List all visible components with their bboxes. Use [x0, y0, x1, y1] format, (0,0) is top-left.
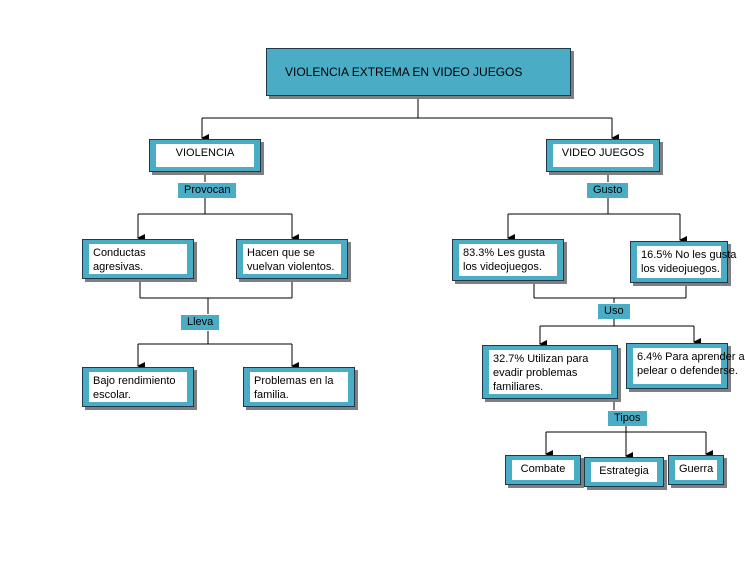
conductas-box: Conductas agresivas. [82, 239, 194, 279]
bajo-line-1: Bajo rendimiento [93, 375, 176, 387]
evadir-line-1: 32.7% Utilizan para [493, 353, 589, 365]
problemas-line-2: familia. [254, 389, 289, 401]
estrategia-text: Estrategia [599, 465, 649, 477]
guerra-box: Guerra [668, 455, 724, 485]
guerra-text: Guerra [679, 463, 714, 475]
aprender-box: 6.4% Para aprender a pelear o defenderse… [626, 343, 745, 389]
hacen-line-1: Hacen que se [247, 247, 315, 259]
bajo-rendimiento-box: Bajo rendimiento escolar. [82, 367, 194, 407]
no-gusta-box: 16.5% No les gusta los videojuegos. [630, 241, 737, 283]
uso-label: Uso [598, 304, 630, 319]
aprender-line-1: 6.4% Para aprender a [637, 351, 745, 363]
estrategia-box: Estrategia [584, 457, 664, 487]
hacen-line-2: vuelvan violentos. [247, 261, 335, 273]
lleva-label: Lleva [181, 315, 220, 330]
no-gusta-line-2: los videojuegos. [641, 263, 720, 275]
evadir-line-3: familiares. [493, 381, 544, 393]
gusto-label: Gusto [587, 183, 629, 198]
problemas-familia-box: Problemas en la familia. [243, 367, 355, 407]
combate-box: Combate [505, 455, 581, 485]
violencia-box: VIOLENCIA [149, 139, 261, 172]
videojuegos-heading: VIDEO JUEGOS [561, 147, 645, 159]
provocan-label: Provocan [178, 183, 237, 198]
videojuegos-box: VIDEO JUEGOS [546, 139, 660, 172]
gusta-line-2: los videojuegos. [463, 261, 542, 273]
tipos-label: Tipos [608, 411, 647, 426]
conductas-line-2: agresivas. [93, 261, 144, 273]
aprender-line-2: pelear o defenderse. [637, 365, 738, 377]
title-text: VIOLENCIA EXTREMA EN VIDEO JUEGOS [285, 65, 523, 79]
bajo-line-2: escolar. [93, 389, 131, 401]
gusta-box: 83.3% Les gusta los videojuegos. [452, 239, 564, 281]
evadir-line-2: evadir problemas [493, 367, 578, 379]
violencia-heading: VIOLENCIA [175, 147, 235, 159]
hacen-box: Hacen que se vuelvan violentos. [236, 239, 348, 279]
gusta-line-1: 83.3% Les gusta [463, 247, 545, 259]
problemas-line-1: Problemas en la [254, 375, 334, 387]
title-box: VIOLENCIA EXTREMA EN VIDEO JUEGOS [266, 48, 571, 96]
conductas-line-1: Conductas [93, 247, 146, 259]
combate-text: Combate [520, 463, 566, 475]
connector-lines [137, 96, 713, 460]
evadir-box: 32.7% Utilizan para evadir problemas fam… [482, 345, 618, 399]
no-gusta-line-1: 16.5% No les gusta [641, 249, 737, 261]
